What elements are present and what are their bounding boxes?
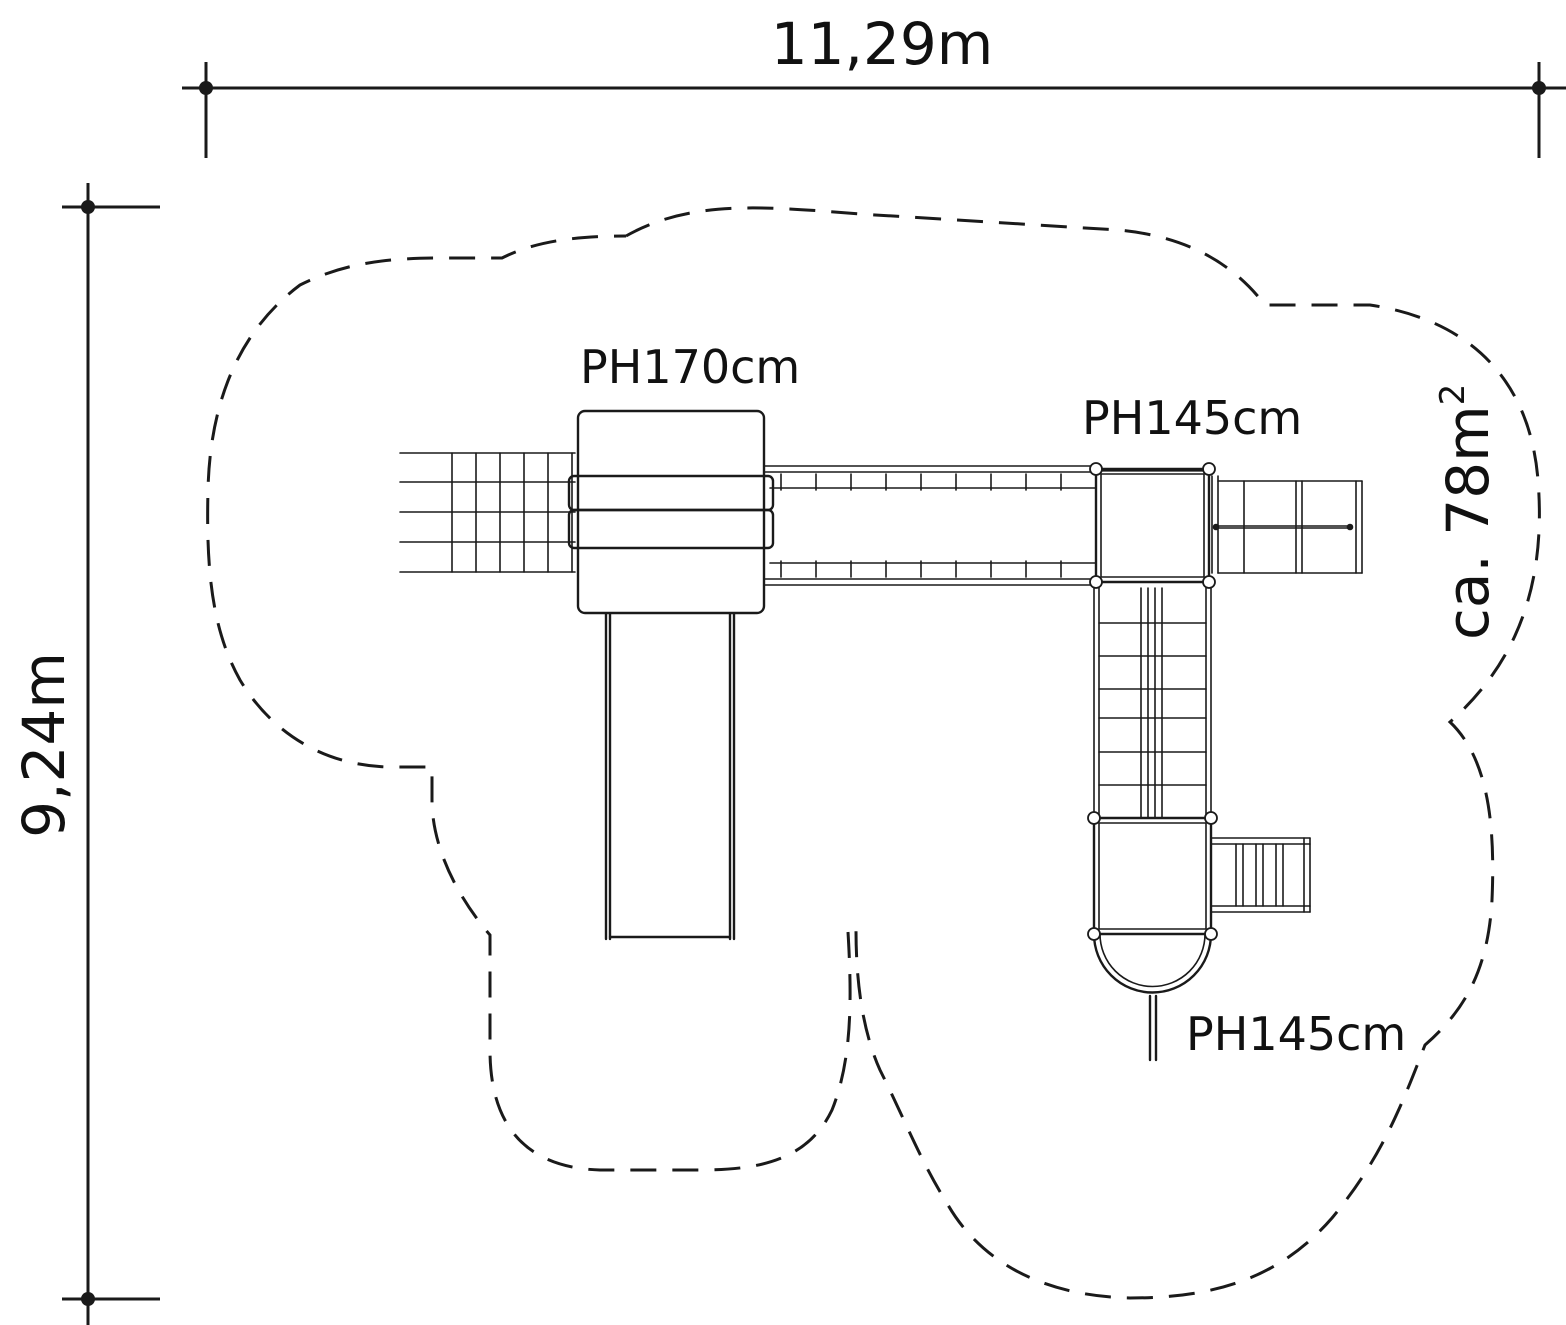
area-label-text: ca. 78m — [1434, 405, 1502, 640]
svg-text:ca. 78m2: ca. 78m2 — [1433, 384, 1502, 640]
slide — [604, 612, 736, 941]
area-label-superscript: 2 — [1433, 384, 1473, 406]
depth-dimension: 9,24m — [10, 183, 160, 1325]
platform-height-label: PH170cm — [580, 340, 800, 394]
climbing-net — [399, 452, 576, 573]
rope-bridge — [763, 465, 1097, 586]
tower-ph145-lower — [1087, 811, 1218, 1062]
tower-ph145-upper — [1089, 462, 1216, 589]
platform-height-label: PH145cm — [1082, 391, 1302, 445]
tower-ph170 — [567, 409, 775, 615]
climbing-ramp-right — [1211, 475, 1363, 574]
ladder-bridge — [1093, 587, 1212, 818]
side-ladder — [1211, 837, 1311, 913]
width-dimension: 11,29m — [182, 10, 1566, 158]
area-label: ca. 78m2 — [1433, 384, 1502, 640]
depth-label: 9,24m — [10, 652, 78, 838]
safety-zone-outline — [625, 206, 1541, 1300]
platform-height-label: PH145cm — [1186, 1007, 1406, 1061]
width-label: 11,29m — [771, 10, 994, 78]
safety-zone-inner-outline — [206, 234, 852, 1172]
